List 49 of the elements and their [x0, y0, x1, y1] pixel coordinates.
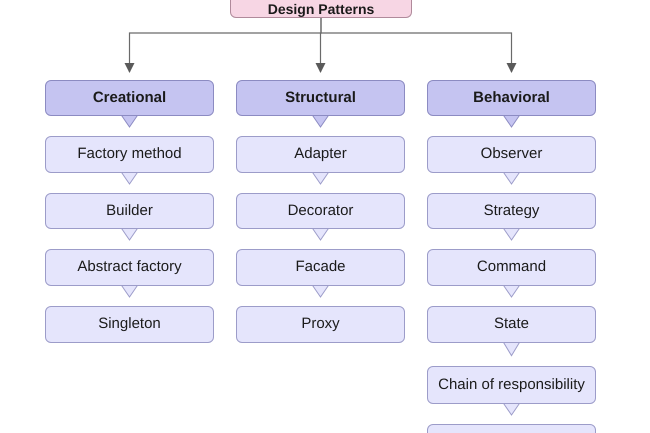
pattern-box [427, 366, 596, 404]
pointer-tail [503, 342, 520, 357]
box-label: Abstract factory [77, 257, 182, 278]
pointer-tail [503, 228, 520, 241]
box-label: Builder [106, 200, 153, 221]
pattern-box [236, 249, 405, 286]
pointer-tail [503, 284, 520, 298]
box-label: Command [476, 257, 546, 278]
box-label: Chain of responsibility [438, 374, 585, 395]
box-label: Singleton [98, 314, 161, 334]
pattern-box [427, 306, 596, 343]
box-label: State [494, 314, 530, 334]
category-box [45, 80, 214, 116]
box-label: Observer [480, 144, 542, 164]
pattern-box [427, 249, 596, 286]
pattern-box [45, 193, 214, 229]
pattern-box [236, 306, 405, 343]
root-box [230, 0, 412, 18]
box-label: Facade [295, 257, 346, 278]
box-label: Behavioral [473, 88, 550, 108]
pattern-box [45, 306, 214, 343]
category-box [236, 80, 405, 116]
box-label: Design Patterns [268, 2, 374, 16]
pointer-tail [503, 114, 520, 128]
box-label: Strategy [484, 200, 540, 221]
box-label: Factory method [77, 144, 182, 164]
box-label: Structural [285, 88, 356, 108]
pointer-tail [121, 114, 138, 128]
pattern-box [236, 136, 405, 173]
pointer-tail [312, 172, 329, 185]
pattern-box [45, 249, 214, 286]
pointer-tail [312, 114, 329, 128]
box-label: Proxy [301, 314, 340, 334]
pointer-tail [312, 284, 329, 298]
pattern-box [427, 136, 596, 173]
pointer-tail [503, 172, 520, 185]
pattern-box [236, 193, 405, 229]
pattern-box [427, 193, 596, 229]
pointer-tail [312, 228, 329, 241]
pattern-box [45, 136, 214, 173]
box-label: Creational [92, 88, 166, 108]
pointer-tail [121, 228, 138, 241]
category-box [427, 80, 596, 116]
box-label: Adapter [294, 144, 347, 164]
pointer-tail [503, 402, 520, 416]
arrow [320, 18, 516, 73]
pointer-tail [121, 172, 138, 185]
box-label: Decorator [288, 200, 354, 221]
pointer-tail [121, 284, 138, 298]
